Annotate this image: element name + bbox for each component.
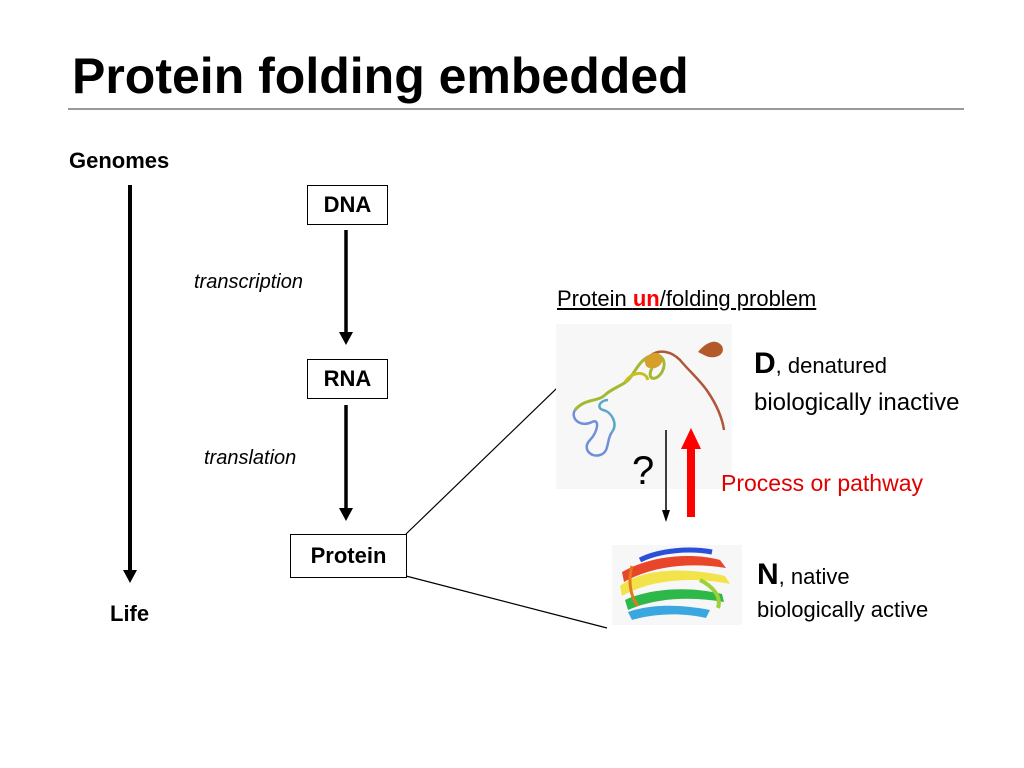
problem-prefix: Protein <box>557 286 633 311</box>
folding-problem-heading: Protein un/folding problem <box>557 286 816 312</box>
question-mark: ? <box>632 449 655 493</box>
life-label: Life <box>110 601 150 626</box>
rna-box: RNA <box>307 359 388 399</box>
timeline-arrow <box>123 185 137 583</box>
native-desc: , native <box>778 564 850 589</box>
native-state: biologically active <box>757 597 929 622</box>
transcription-arrow <box>339 230 353 345</box>
transcription-label: transcription <box>194 271 303 293</box>
denatured-state: biologically inactive <box>754 389 960 416</box>
title-divider <box>68 108 964 110</box>
slide-title: Protein folding embedded <box>72 48 689 104</box>
problem-suffix: /folding problem <box>659 286 817 311</box>
denatured-protein-image <box>556 324 732 489</box>
dna-label: DNA <box>323 192 372 217</box>
folding-arrow <box>662 430 670 522</box>
native-protein-image <box>612 545 742 625</box>
denatured-desc: , denatured <box>775 353 887 378</box>
translation-arrow <box>339 405 353 521</box>
dna-box: DNA <box>307 185 388 225</box>
rna-label: RNA <box>323 366 372 391</box>
protein-label: Protein <box>310 543 387 568</box>
zoom-line-top <box>405 360 586 535</box>
denatured-label: D, denatured <box>754 347 887 381</box>
process-label: Process or pathway <box>721 470 923 496</box>
translation-label: translation <box>204 447 297 469</box>
native-label: N, native <box>757 558 850 592</box>
zoom-line-bottom <box>405 575 608 629</box>
genomes-label: Genomes <box>69 148 170 173</box>
unfolding-arrow <box>681 428 701 517</box>
protein-box: Protein <box>290 534 407 578</box>
denatured-letter: D <box>754 347 776 380</box>
problem-highlight: un <box>632 286 660 311</box>
native-letter: N <box>757 558 779 591</box>
